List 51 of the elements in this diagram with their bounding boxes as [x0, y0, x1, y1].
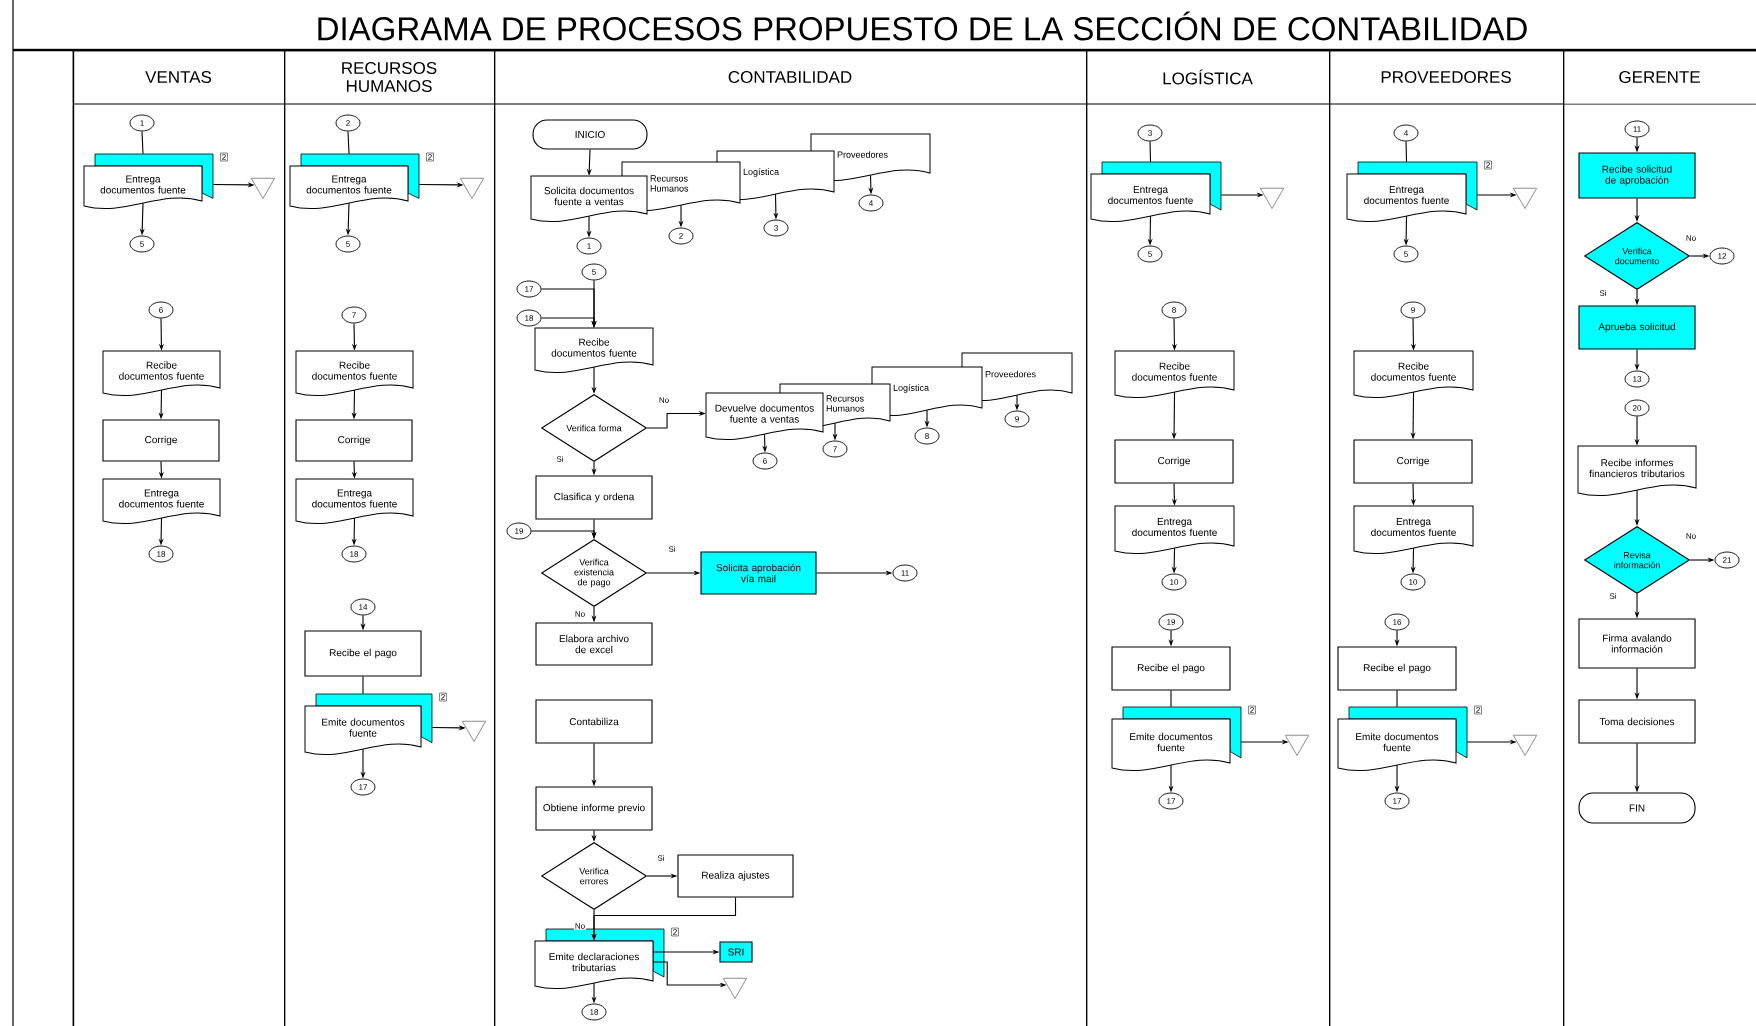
edge-label: No — [573, 922, 587, 930]
archive-triangle — [1512, 187, 1538, 209]
edge-label: No — [573, 610, 587, 618]
edge-label: Si — [1608, 592, 1618, 600]
edge-label: Si — [1598, 289, 1608, 297]
process-box: Corrige — [1114, 439, 1234, 484]
process-box: Elabora archivo de excel — [535, 622, 653, 666]
connector-line — [347, 130, 350, 155]
process-box: Realiza ajustes — [677, 854, 794, 898]
process-box: Recibe el pago — [1111, 646, 1231, 691]
page-number: 2 — [1484, 160, 1492, 170]
page-number: 2 — [1474, 705, 1482, 715]
process-box: Firma avalando información — [1578, 618, 1696, 669]
process-box: Aprueba solicitud — [1578, 305, 1696, 350]
process-box: Recibe solicitud de aprobación — [1578, 152, 1696, 199]
process-box: Clasifica y ordena — [535, 475, 653, 520]
archive-triangle — [461, 720, 487, 742]
connector-line — [141, 130, 144, 155]
edge-label: No — [657, 396, 671, 404]
edge-label: Si — [667, 545, 677, 553]
process-box: Recibe el pago — [1337, 646, 1457, 691]
archive-triangle — [459, 177, 485, 199]
page-number: 2 — [426, 152, 434, 162]
connector-line — [1170, 690, 1172, 708]
archive-triangle — [722, 977, 748, 999]
process-box: Solicita aprobación vía mail — [700, 551, 817, 595]
page-number: 2 — [671, 927, 679, 937]
title: DIAGRAMA DE PROCESOS PROPUESTO DE LA SECCIÓN DE CONTABILIDAD — [318, 11, 1527, 41]
archive-triangle — [1259, 187, 1285, 209]
archive-triangle — [1512, 734, 1538, 756]
connector-line — [1396, 690, 1398, 708]
process-box: Corrige — [1353, 439, 1473, 484]
connector-line — [1149, 140, 1152, 163]
connector-line — [1405, 140, 1408, 163]
edge-label: Si — [656, 854, 666, 862]
archive-triangle — [250, 177, 276, 199]
process-box: Toma decisiones — [1578, 699, 1696, 744]
archive-triangle — [1284, 734, 1310, 756]
connector-line — [362, 676, 364, 695]
process-box: SRI — [719, 941, 753, 963]
process-box: Obtiene informe previo — [535, 786, 653, 831]
terminator: FIN — [1578, 792, 1696, 824]
process-box: Contabiliza — [535, 699, 653, 744]
page-number: 2 — [1248, 705, 1256, 715]
terminator: INICIO — [532, 119, 648, 150]
page-number: 2 — [439, 692, 447, 702]
page-number: 2 — [220, 152, 228, 162]
process-box: Corrige — [102, 419, 220, 462]
process-box: Corrige — [295, 419, 413, 462]
edge-label: Si — [555, 455, 565, 463]
process-box: Recibe el pago — [304, 630, 422, 677]
